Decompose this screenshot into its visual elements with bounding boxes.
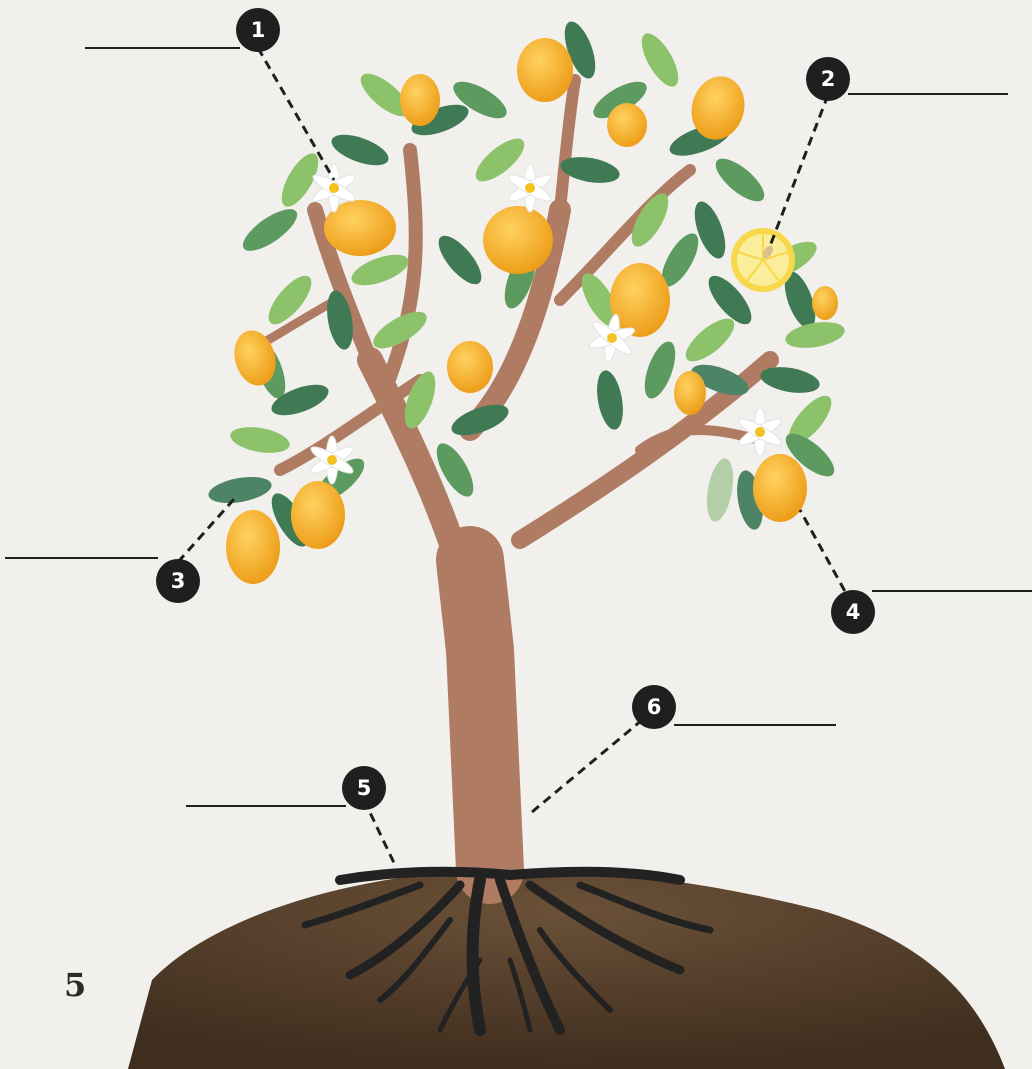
marker-1: 1: [236, 8, 280, 52]
marker-2-label: 2: [821, 67, 836, 91]
pointer-line-1: [258, 48, 334, 180]
marker-5-label: 5: [357, 776, 372, 800]
lemon: [291, 481, 345, 549]
page-number: 5: [64, 966, 86, 1004]
soil-mound: [128, 870, 1005, 1069]
pointer-line-6: [532, 710, 654, 812]
leaf: [206, 473, 273, 508]
leaf: [679, 312, 740, 369]
lemon: [447, 341, 493, 393]
lemon: [226, 510, 280, 584]
lemon: [753, 454, 807, 522]
leaf: [262, 269, 319, 330]
marker-2: 2: [806, 57, 850, 101]
leaf: [328, 128, 393, 171]
marker-1-label: 1: [251, 18, 266, 42]
lemon: [517, 38, 573, 102]
lemon: [483, 206, 553, 274]
leaf: [783, 318, 846, 352]
leaf: [237, 202, 303, 258]
leaf: [709, 152, 770, 209]
pointer-line-5: [364, 800, 395, 865]
marker-5: 5: [342, 766, 386, 810]
lemon: [607, 103, 647, 147]
leaf: [593, 368, 627, 431]
leaf: [432, 229, 489, 290]
leader-lines: [5, 48, 1032, 806]
marker-4: 4: [831, 590, 875, 634]
pointer-line-4: [800, 510, 852, 604]
lemon-slice: [731, 228, 795, 292]
lemon: [400, 74, 440, 126]
lemon: [674, 371, 706, 415]
marker-3-label: 3: [171, 569, 186, 593]
marker-6-label: 6: [647, 695, 662, 719]
blossom: [506, 164, 554, 212]
marker-4-label: 4: [846, 600, 861, 624]
lemon: [812, 286, 838, 320]
leaf: [703, 456, 738, 523]
marker-6: 6: [632, 685, 676, 729]
pointer-line-2: [770, 95, 828, 246]
leaf: [228, 423, 291, 457]
marker-3: 3: [156, 559, 200, 603]
